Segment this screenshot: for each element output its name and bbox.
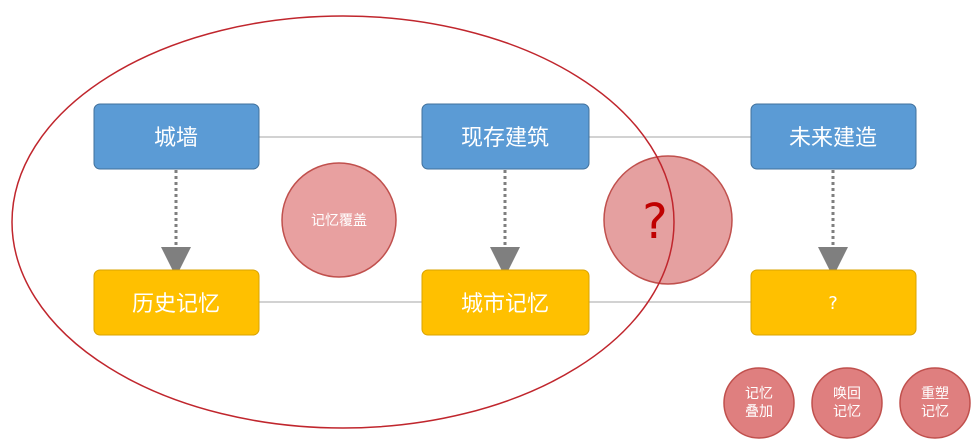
node-city-memory: 城市记忆 <box>421 269 590 336</box>
node-future-construction: 未来建造 <box>750 103 917 170</box>
badge-recall-memory: 唤回 记忆 <box>811 367 883 439</box>
badge-memory-stacking-line2: 叠加 <box>745 404 773 420</box>
badge-recall-memory-line2: 记忆 <box>833 404 861 420</box>
question-circle: ? <box>603 155 733 285</box>
node-wall: 城墙 <box>93 103 260 170</box>
node-unknown-label: ? <box>828 293 838 314</box>
badge-recall-memory-line1: 唤回 <box>833 385 861 402</box>
badge-memory-stacking: 记忆 叠加 <box>723 367 795 439</box>
node-city-memory-label: 城市记忆 <box>461 292 549 317</box>
memory-overlay-label: 记忆覆盖 <box>311 213 367 229</box>
node-existing-buildings-label: 现存建筑 <box>461 126 549 151</box>
memory-scope-ellipse <box>11 15 675 429</box>
badge-memory-stacking-line1: 记忆 <box>745 386 773 402</box>
node-future-construction-label: 未来建造 <box>789 126 877 151</box>
badge-reshape-memory-line2: 记忆 <box>921 404 949 420</box>
badge-reshape-memory: 重塑 记忆 <box>899 367 971 439</box>
node-historical-memory-label: 历史记忆 <box>132 292 220 317</box>
node-unknown: ? <box>750 269 917 336</box>
node-existing-buildings: 现存建筑 <box>421 103 590 170</box>
node-historical-memory: 历史记忆 <box>93 269 260 336</box>
badge-reshape-memory-line1: 重塑 <box>921 386 949 402</box>
question-circle-label: ? <box>642 194 667 250</box>
memory-overlay-circle: 记忆覆盖 <box>281 162 397 278</box>
node-wall-label: 城墙 <box>154 126 198 151</box>
